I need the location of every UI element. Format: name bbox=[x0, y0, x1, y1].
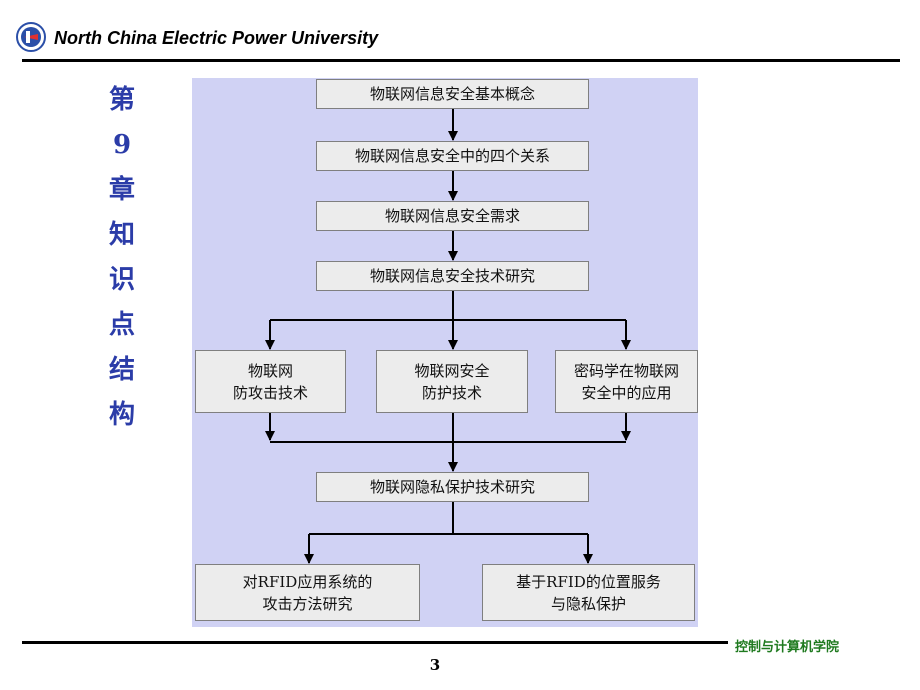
header-divider bbox=[22, 59, 900, 62]
node-security-requirements: 物联网信息安全需求 bbox=[316, 201, 589, 231]
side-title-char: 知 bbox=[108, 220, 135, 250]
side-title-char: 点 bbox=[108, 310, 135, 340]
side-title-char: 构 bbox=[108, 400, 135, 430]
header-title: North China Electric Power University bbox=[54, 28, 379, 48]
node-privacy-tech-research: 物联网隐私保护技术研究 bbox=[316, 472, 589, 502]
side-title-char: 结 bbox=[108, 355, 135, 385]
node-four-relations: 物联网信息安全中的四个关系 bbox=[316, 141, 589, 171]
side-title-char: 识 bbox=[108, 265, 135, 295]
node-rfid-attack-research: 对RFID应用系统的 攻击方法研究 bbox=[195, 564, 420, 621]
header: North China Electric Power University bbox=[0, 0, 920, 62]
page-number: 3 bbox=[429, 656, 441, 674]
side-title-char: 章 bbox=[108, 175, 135, 205]
side-title-char: 第 bbox=[108, 85, 135, 115]
node-security-tech-research: 物联网信息安全技术研究 bbox=[316, 261, 589, 291]
node-security-protection-tech: 物联网安全 防护技术 bbox=[376, 350, 528, 413]
chapter-side-title: 第 9 章 知 识 点 结 构 bbox=[100, 78, 144, 438]
node-crypto-application: 密码学在物联网 安全中的应用 bbox=[555, 350, 698, 413]
node-rfid-location-privacy: 基于RFID的位置服务 与隐私保护 bbox=[482, 564, 695, 621]
university-logo-icon bbox=[16, 22, 46, 52]
footer-divider bbox=[22, 641, 728, 644]
footer-organization: 控制与计算机学院 bbox=[735, 640, 840, 655]
node-anti-attack-tech: 物联网 防攻击技术 bbox=[195, 350, 346, 413]
node-basic-concepts: 物联网信息安全基本概念 bbox=[316, 79, 589, 109]
side-title-char: 9 bbox=[112, 130, 132, 160]
